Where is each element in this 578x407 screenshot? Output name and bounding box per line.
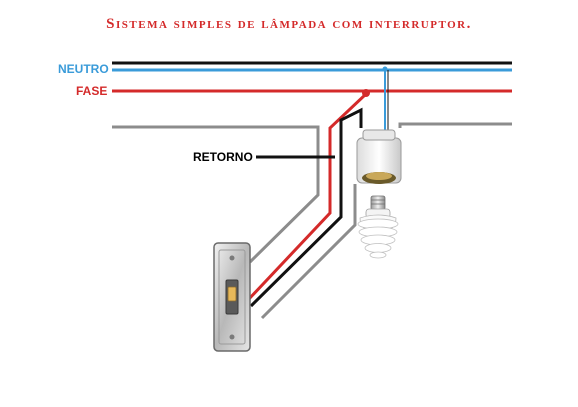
neutral-bus: [112, 61, 512, 72]
label-fase: FASE: [76, 84, 108, 98]
wall-switch-icon: [213, 242, 251, 352]
return-wire: [249, 107, 363, 308]
cfl-bulb-icon: [357, 195, 399, 259]
label-retorno: RETORNO: [193, 150, 253, 164]
diagram-title: Sistema simples de lâmpada com interrupt…: [106, 16, 472, 32]
right-conduit: [398, 122, 512, 128]
label-neutro: NEUTRO: [58, 62, 109, 76]
lamp-socket-icon: [356, 129, 402, 184]
left-conduit: [112, 125, 320, 264]
right-conduit-down: [260, 184, 357, 320]
neutral-drop-wire: [382, 66, 389, 140]
phase-junction: [362, 89, 370, 97]
phase-drop-wire: [246, 92, 368, 302]
